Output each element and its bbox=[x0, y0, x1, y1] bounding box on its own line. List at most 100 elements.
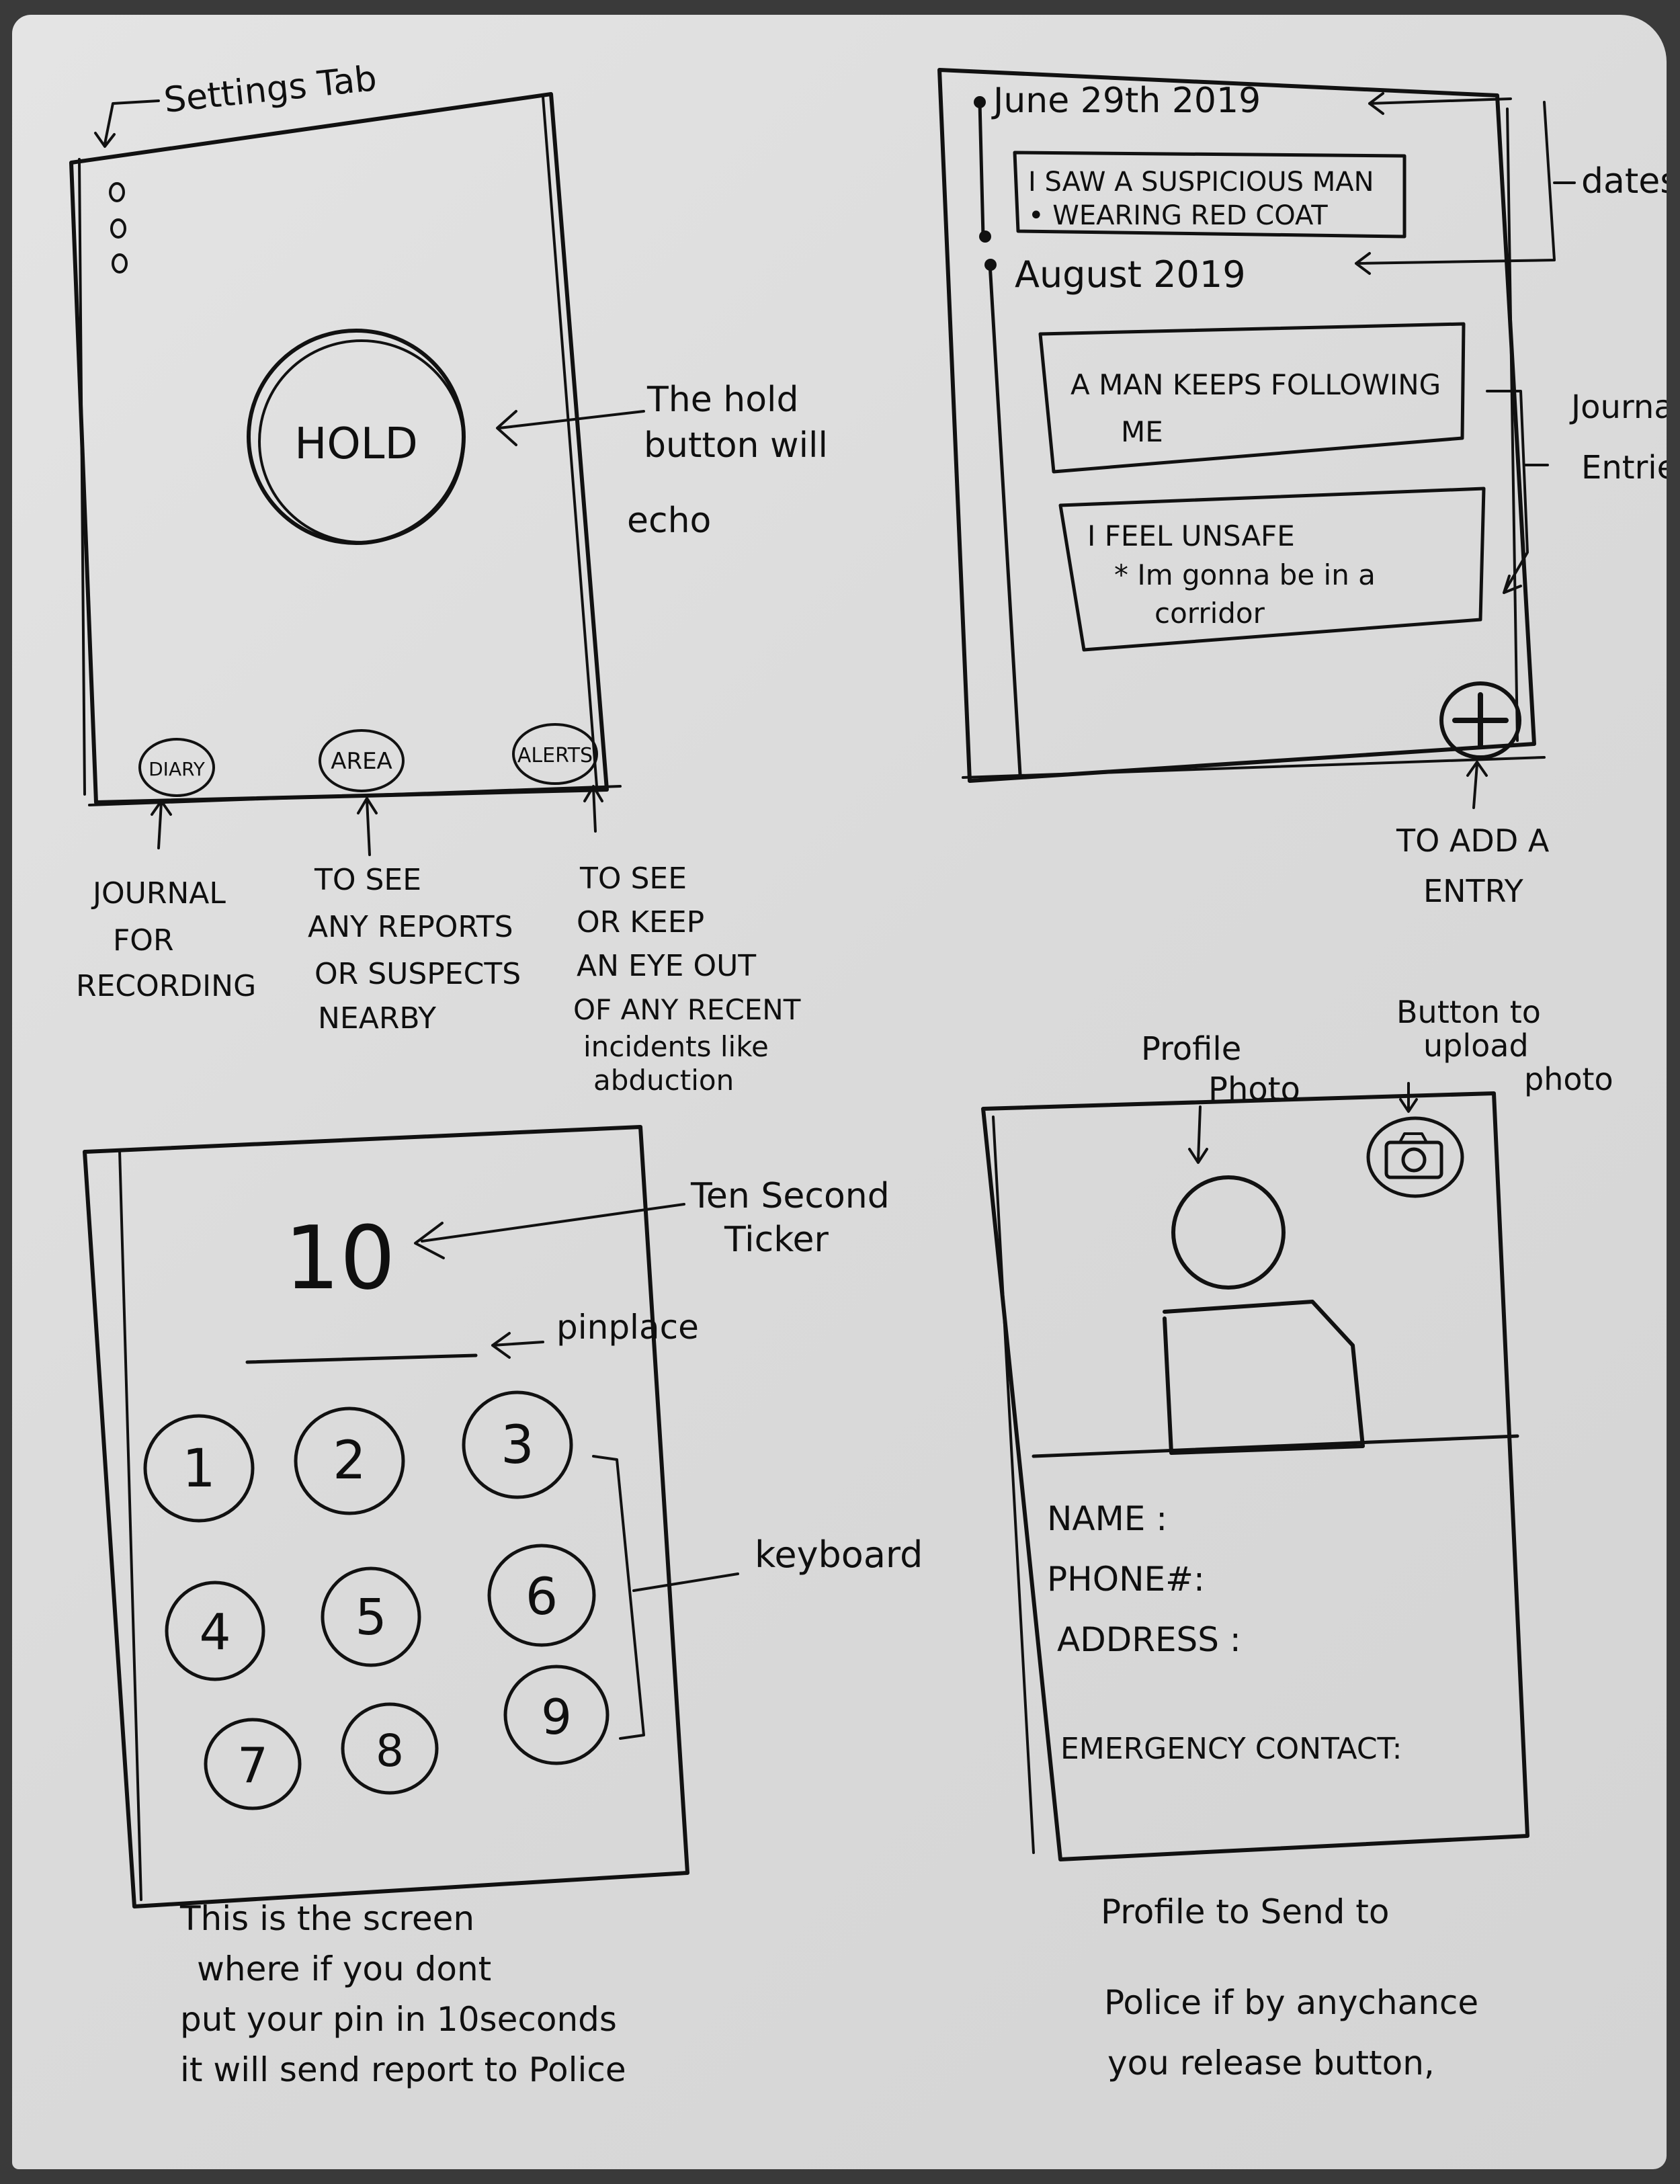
pin-keypad: 1 2 3 4 5 6 7 bbox=[143, 1390, 610, 1810]
wireframe-sketch: Settings Tab HOLD The hold button will e… bbox=[69, 58, 1667, 2089]
svg-text:where if you dont: where if you dont bbox=[197, 1949, 491, 1988]
add-entry-button[interactable] bbox=[1439, 681, 1521, 759]
entries-note: Journal Entries bbox=[1569, 388, 1667, 487]
svg-text:TO SEE: TO SEE bbox=[579, 862, 687, 896]
settings-menu-icon[interactable] bbox=[109, 182, 128, 274]
journal-entry-3[interactable]: I FEEL UNSAFE * Im gonna be in a corrido… bbox=[1058, 487, 1486, 652]
svg-text:it will send report to Police: it will send report to Police bbox=[180, 2050, 626, 2089]
hold-button[interactable]: HOLD bbox=[247, 329, 466, 545]
emergency-contact-field[interactable]: EMERGENCY CONTACT: bbox=[1060, 1732, 1402, 1766]
alerts-nav-button[interactable]: ALERTS bbox=[512, 723, 598, 785]
keypad-key-7[interactable]: 7 bbox=[204, 1718, 302, 1810]
profile-screen-caption: Profile to Send to Police if by anychanc… bbox=[1101, 1892, 1478, 2083]
keypad-key-8[interactable]: 8 bbox=[341, 1702, 439, 1795]
pin-screen-caption: This is the screen where if you dont put… bbox=[179, 1899, 626, 2089]
svg-text:This is the screen: This is the screen bbox=[179, 1899, 474, 1938]
plus-icon bbox=[1452, 692, 1509, 749]
timeline-dot bbox=[974, 96, 986, 108]
ticker-note: Ten Second Ticker bbox=[690, 1176, 890, 1260]
svg-text:TO ADD A: TO ADD A bbox=[1396, 823, 1550, 859]
svg-text:5: 5 bbox=[355, 1589, 386, 1646]
keypad-key-9[interactable]: 9 bbox=[503, 1665, 610, 1765]
upload-photo-button[interactable] bbox=[1366, 1116, 1464, 1198]
svg-text:upload: upload bbox=[1423, 1027, 1529, 1064]
alerts-note: TO SEE OR KEEP AN EYE OUT OF ANY RECENT … bbox=[573, 862, 801, 1097]
pin-entry-line[interactable] bbox=[245, 1353, 478, 1364]
journal-screen: June 29th 2019 I SAW A SUSPICIOUS MAN • … bbox=[937, 68, 1667, 909]
address-field[interactable]: ADDRESS : bbox=[1057, 1620, 1241, 1659]
svg-text:* Im gonna be in a: * Im gonna be in a bbox=[1114, 558, 1376, 591]
sketchbook-page: Settings Tab HOLD The hold button will e… bbox=[12, 15, 1667, 2169]
svg-text:OR KEEP: OR KEEP bbox=[577, 905, 704, 939]
svg-text:abduction: abduction bbox=[593, 1064, 734, 1097]
pin-screen: 10 Ten Second Ticker pinplace 1 2 3 4 bbox=[83, 1125, 923, 2089]
svg-text:2: 2 bbox=[333, 1431, 366, 1491]
svg-text:ANY REPORTS: ANY REPORTS bbox=[308, 910, 513, 944]
svg-text:JOURNAL: JOURNAL bbox=[91, 876, 226, 911]
keypad-key-3[interactable]: 3 bbox=[462, 1390, 573, 1499]
svg-text:Button to: Button to bbox=[1396, 994, 1541, 1030]
keypad-key-2[interactable]: 2 bbox=[294, 1406, 405, 1515]
profile-photo bbox=[1163, 1175, 1365, 1455]
timeline-dot bbox=[984, 259, 997, 271]
keyboard-note: keyboard bbox=[755, 1534, 923, 1576]
keypad-key-4[interactable]: 4 bbox=[165, 1581, 265, 1681]
svg-text:9: 9 bbox=[541, 1689, 572, 1745]
svg-text:AREA: AREA bbox=[331, 748, 392, 775]
svg-text:Police if by anychance: Police if by anychance bbox=[1104, 1983, 1478, 2022]
svg-text:FOR: FOR bbox=[113, 923, 174, 958]
svg-text:OR SUSPECTS: OR SUSPECTS bbox=[314, 957, 521, 991]
settings-screen: Settings Tab HOLD The hold button will e… bbox=[69, 58, 828, 1097]
settings-tab-label: Settings Tab bbox=[162, 58, 378, 121]
svg-text:Ten Second: Ten Second bbox=[690, 1176, 890, 1216]
svg-text:ENTRY: ENTRY bbox=[1423, 873, 1524, 909]
svg-text:ME: ME bbox=[1121, 415, 1163, 448]
svg-text:Photo: Photo bbox=[1208, 1070, 1300, 1108]
phone-field[interactable]: PHONE#: bbox=[1047, 1560, 1205, 1599]
svg-text:incidents like: incidents like bbox=[583, 1030, 769, 1063]
svg-text:Profile: Profile bbox=[1141, 1030, 1241, 1068]
svg-text:I SAW A SUSPICIOUS MAN: I SAW A SUSPICIOUS MAN bbox=[1028, 167, 1374, 198]
hold-button-label: HOLD bbox=[294, 419, 417, 469]
svg-text:A MAN KEEPS FOLLOWING: A MAN KEEPS FOLLOWING bbox=[1070, 368, 1441, 401]
area-note: TO SEE ANY REPORTS OR SUSPECTS NEARBY bbox=[308, 863, 521, 1036]
svg-text:6: 6 bbox=[526, 1566, 558, 1626]
svg-text:The hold: The hold bbox=[646, 380, 798, 420]
svg-text:ALERTS: ALERTS bbox=[517, 744, 593, 767]
svg-text:Profile to Send to: Profile to Send to bbox=[1101, 1892, 1389, 1931]
svg-text:4: 4 bbox=[199, 1603, 230, 1661]
svg-text:OF ANY RECENT: OF ANY RECENT bbox=[573, 993, 801, 1026]
pinplace-note: pinplace bbox=[556, 1308, 699, 1347]
svg-text:you release button,: you release button, bbox=[1107, 2044, 1435, 2083]
journal-entry-2[interactable]: A MAN KEEPS FOLLOWING ME bbox=[1038, 322, 1466, 474]
svg-text:photo: photo bbox=[1524, 1061, 1613, 1097]
svg-text:echo: echo bbox=[627, 501, 711, 541]
area-nav-button[interactable]: AREA bbox=[319, 729, 405, 792]
profile-photo-note: Profile Photo bbox=[1141, 1030, 1300, 1108]
svg-text:Entries: Entries bbox=[1581, 449, 1667, 487]
journal-entry-1[interactable]: I SAW A SUSPICIOUS MAN • WEARING RED COA… bbox=[1013, 151, 1406, 239]
add-entry-note: TO ADD A ENTRY bbox=[1396, 823, 1550, 909]
diary-nav-button[interactable]: DIARY bbox=[138, 738, 215, 797]
ten-second-ticker: 10 bbox=[284, 1207, 395, 1309]
keypad-key-5[interactable]: 5 bbox=[321, 1566, 421, 1667]
svg-text:Journal: Journal bbox=[1569, 388, 1667, 426]
camera-icon bbox=[1384, 1132, 1443, 1179]
name-field[interactable]: NAME : bbox=[1047, 1499, 1167, 1538]
svg-text:DIARY: DIARY bbox=[149, 758, 206, 780]
svg-text:button will: button will bbox=[644, 425, 828, 466]
svg-text:RECORDING: RECORDING bbox=[76, 969, 256, 1003]
profile-screen: Profile Photo Button to upload photo NAM… bbox=[981, 994, 1613, 2083]
timeline-dot bbox=[979, 230, 991, 243]
keypad-key-6[interactable]: 6 bbox=[487, 1544, 596, 1647]
dates-note: dates bbox=[1581, 161, 1667, 202]
svg-text:8: 8 bbox=[376, 1725, 404, 1777]
svg-text:• WEARING RED COAT: • WEARING RED COAT bbox=[1028, 200, 1328, 231]
keypad-key-1[interactable]: 1 bbox=[143, 1414, 255, 1523]
svg-text:I FEEL UNSAFE: I FEEL UNSAFE bbox=[1087, 519, 1295, 552]
diary-note: JOURNAL FOR RECORDING bbox=[76, 876, 256, 1003]
svg-text:3: 3 bbox=[501, 1415, 534, 1476]
svg-text:Ticker: Ticker bbox=[724, 1220, 829, 1260]
upload-photo-note: Button to upload photo bbox=[1396, 994, 1613, 1097]
svg-text:TO SEE: TO SEE bbox=[314, 863, 421, 897]
